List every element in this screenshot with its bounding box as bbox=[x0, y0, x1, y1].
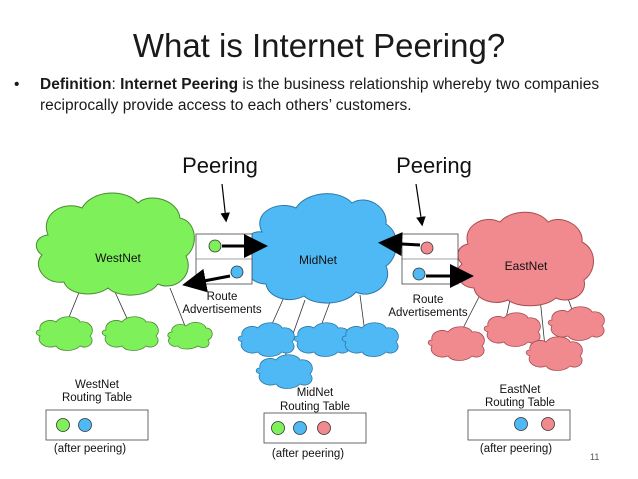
definition-text: Definition: Internet Peering is the busi… bbox=[40, 74, 600, 116]
subnet-cloud bbox=[237, 322, 295, 357]
route-ads-right-line1: Route bbox=[413, 294, 444, 306]
eastnet-table-title-line1: EastNet bbox=[500, 384, 542, 396]
subnet-cloud bbox=[525, 336, 583, 371]
table-dot-green bbox=[271, 421, 285, 435]
table-dot-blue bbox=[514, 417, 528, 431]
westnet-table-title-line1: WestNet bbox=[75, 379, 120, 391]
westnet-table-title-line2: Routing Table bbox=[62, 392, 132, 404]
eastnet-table-title-line2: Routing Table bbox=[485, 397, 555, 409]
route-ads-left-line2: Advertisements bbox=[182, 304, 262, 316]
route-ads-left-line1: Route bbox=[207, 291, 238, 303]
midnet-cloud bbox=[244, 193, 397, 304]
subnet-cloud bbox=[255, 354, 313, 389]
westnet-label: WestNet bbox=[95, 251, 141, 265]
definition-term: Internet Peering bbox=[120, 76, 239, 93]
westnet-cloud bbox=[35, 192, 195, 296]
eastnet-subnets bbox=[427, 306, 605, 371]
definition-body: is the business relationship whereby two… bbox=[40, 76, 600, 114]
midnet-subnets bbox=[237, 322, 399, 389]
table-dot-green bbox=[56, 418, 70, 432]
route-dot-green bbox=[208, 239, 222, 253]
subnet-cloud bbox=[427, 326, 485, 361]
westnet-subnets bbox=[35, 316, 213, 351]
table-dot-red bbox=[541, 417, 555, 431]
table-dot-blue bbox=[78, 418, 92, 432]
route-ads-right-line2: Advertisements bbox=[388, 307, 468, 319]
route-dot-blue bbox=[230, 265, 244, 279]
eastnet-label: EastNet bbox=[505, 259, 548, 273]
subnet-cloud bbox=[341, 322, 399, 357]
westnet-table-caption: (after peering) bbox=[54, 443, 126, 455]
slide-title: What is Internet Peering? bbox=[132, 27, 506, 64]
subnet-cloud bbox=[483, 312, 541, 347]
subnet-cloud bbox=[101, 316, 159, 351]
bullet-marker: • bbox=[14, 76, 20, 93]
midnet-table-title-line2: Routing Table bbox=[280, 401, 350, 413]
page-number: 11 bbox=[590, 452, 600, 462]
table-dot-blue bbox=[293, 421, 307, 435]
peering-label-right: Peering bbox=[396, 153, 472, 178]
route-dot-blue bbox=[412, 267, 426, 281]
definition-separator: : bbox=[111, 76, 121, 93]
subnet-cloud bbox=[35, 316, 93, 351]
eastnet-table-caption: (after peering) bbox=[480, 443, 552, 455]
route-dot-red bbox=[420, 241, 434, 255]
subnet-cloud bbox=[167, 322, 213, 350]
midnet-label: MidNet bbox=[299, 253, 338, 267]
subnet-cloud bbox=[547, 306, 605, 341]
midnet-table-title-line1: MidNet bbox=[297, 387, 334, 399]
advert-arrow-to-westnet bbox=[182, 268, 231, 293]
definition-label: Definition bbox=[40, 76, 112, 93]
peering-pointer-right bbox=[415, 183, 426, 227]
table-dot-red bbox=[317, 421, 331, 435]
advert-arrow-to-midnet-2 bbox=[378, 232, 421, 256]
midnet-table-caption: (after peering) bbox=[272, 448, 344, 460]
peering-pointer-left bbox=[220, 183, 230, 223]
peering-label-left: Peering bbox=[182, 153, 258, 178]
